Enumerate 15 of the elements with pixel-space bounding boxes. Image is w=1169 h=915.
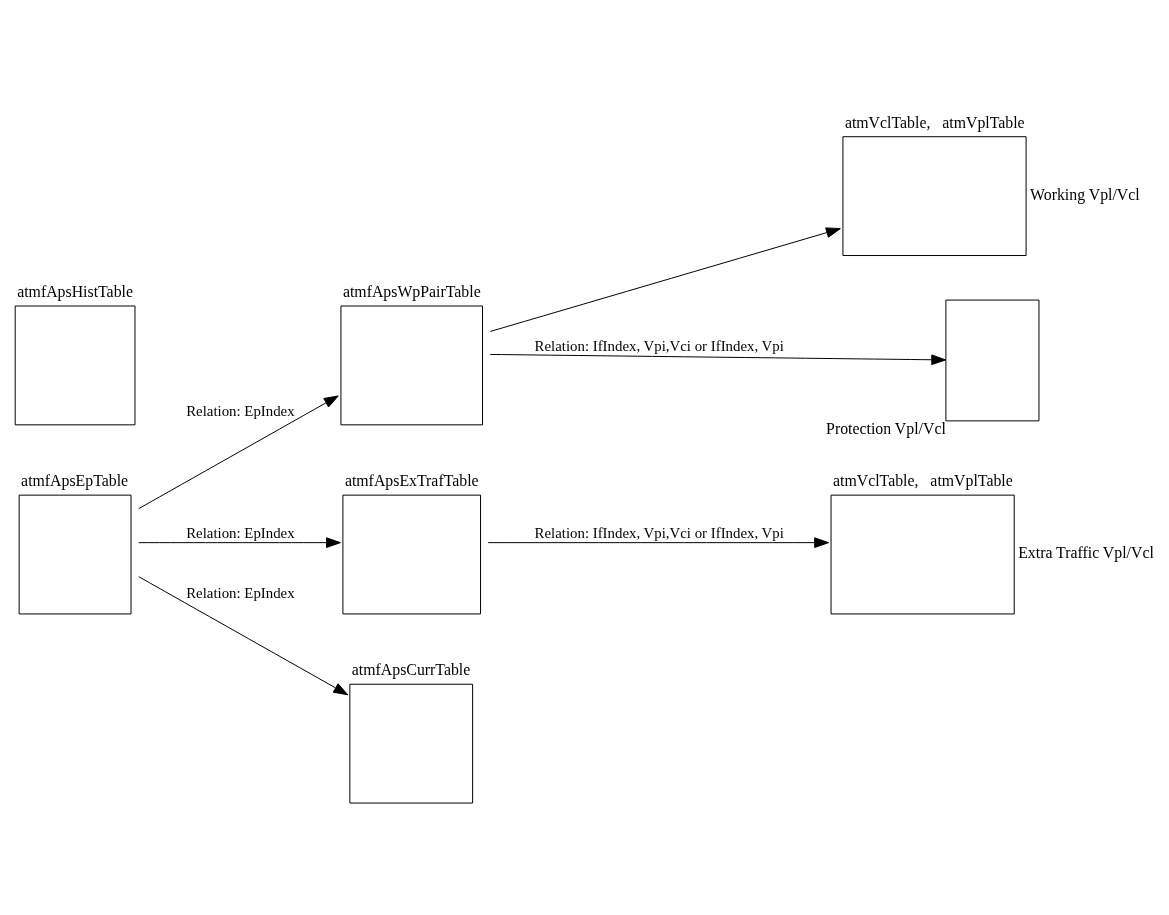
node-label: atmVclTable, atmVplTable — [833, 471, 1013, 489]
edge-label: Relation: EpIndex — [186, 584, 295, 601]
edge-label: Relation: EpIndex — [186, 524, 295, 541]
node-label: Protection Vpl/Vcl — [826, 419, 946, 437]
node-label: atmfApsCurrTable — [351, 660, 471, 678]
edge-label: Relation: IfIndex, Vpi,Vci or IfIndex, Vpi — [534, 524, 784, 541]
edge-label: Relation: IfIndex, Vpi,Vci or IfIndex, Vpi — [534, 337, 784, 354]
node-label: atmfApsEpTable — [21, 471, 129, 489]
node-label: atmfApsWpPairTable — [342, 282, 481, 300]
node-label: Working Vpl/Vcl — [1030, 185, 1140, 203]
edge-label: Relation: EpIndex — [186, 402, 295, 419]
node-label: atmfApsHistTable — [17, 282, 133, 300]
node-label: Extra Traffic Vpl/Vcl — [1018, 543, 1154, 561]
node-label: atmfApsExTrafTable — [344, 471, 479, 489]
node-label: atmVclTable, atmVplTable — [844, 113, 1025, 131]
